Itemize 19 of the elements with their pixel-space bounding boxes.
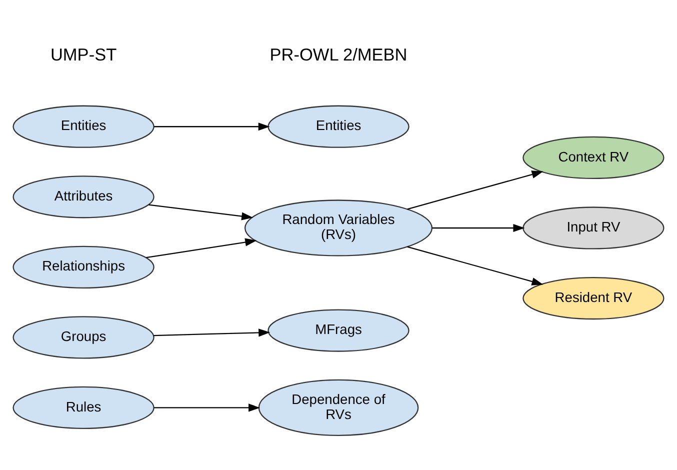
node-ellipse: Dependence of RVs	[258, 378, 419, 436]
arrow	[154, 403, 260, 412]
node-ellipse: Entities	[268, 104, 410, 148]
arrow	[432, 223, 525, 232]
arrow	[154, 122, 270, 130]
arrow	[148, 204, 254, 220]
arrow	[154, 328, 270, 336]
node-ellipse: MFrags	[268, 308, 410, 352]
arrow	[407, 170, 544, 210]
label: UMP-ST	[50, 44, 117, 64]
arrow	[146, 238, 257, 258]
node-ellipse: Rules	[12, 386, 154, 428]
node-ellipse: Input RV	[522, 206, 664, 249]
node-ellipse: Groups	[12, 316, 154, 358]
arrow	[407, 246, 544, 285]
node-ellipse: Relationships	[12, 245, 154, 288]
node-ellipse: Attributes	[12, 175, 154, 218]
node-ellipse: Entities	[12, 104, 154, 148]
label: PR-OWL 2/MEBN	[270, 44, 408, 64]
